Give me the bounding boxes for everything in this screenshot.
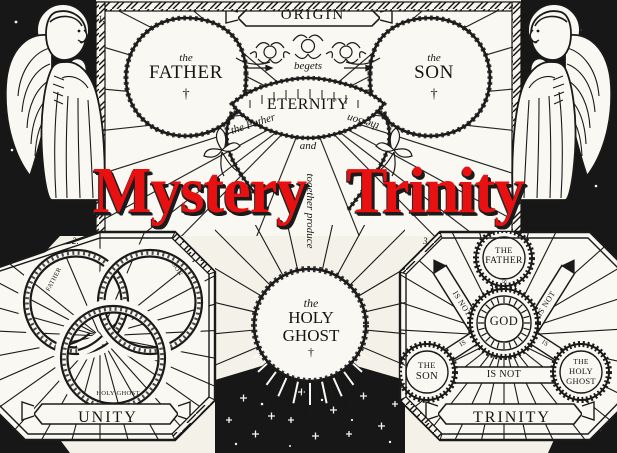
holy-ghost-label-2: GHOST (282, 326, 340, 345)
node-hg-line3: GHOST (566, 376, 596, 386)
holy-ghost-cross-icon: † (308, 345, 314, 359)
panel-number-origin: 1. (98, 14, 105, 24)
trinity-banner (425, 401, 595, 425)
unity-banner (21, 401, 191, 425)
eternity-oval (228, 75, 388, 141)
node-hg-line1: THE (573, 357, 589, 366)
node-hg-line2: HOLY (569, 366, 593, 376)
eternity-label: ETERNITY (266, 96, 350, 113)
together-produce-label: together produce (304, 173, 316, 249)
son-lobe (367, 15, 493, 139)
panel-origin-art (96, 8, 521, 236)
son-label: SON (414, 62, 454, 83)
interlocking-rings (17, 243, 209, 417)
father-cross-icon: † (182, 87, 190, 102)
node-father-line2: FATHER (485, 256, 523, 266)
son-article: the (427, 52, 441, 64)
node-god-label: GOD (489, 314, 519, 328)
is-not-label-bottom: IS NOT (486, 369, 522, 380)
ring-label-holy-ghost: HOLY GHOST (96, 390, 140, 397)
trinity-banner-label: TRINITY (473, 409, 551, 426)
flower-spray-top (235, 34, 381, 65)
node-son-line1: THE (418, 360, 436, 370)
son-cross-icon: † (430, 87, 438, 102)
panel-trinity-art (398, 230, 617, 442)
node-the-father (473, 232, 535, 289)
father-label: FATHER (149, 62, 223, 83)
origin-banner-label: ORIGIN (280, 7, 346, 23)
father-lobe (123, 15, 249, 139)
panel-number-trinity: 3. (423, 236, 430, 246)
holy-ghost-art (215, 225, 405, 417)
unity-banner-label: UNITY (78, 409, 138, 426)
panel-number-unity: 2. (72, 236, 79, 246)
holy-ghost-article: the (303, 296, 319, 310)
node-god (467, 286, 541, 360)
angel-right (511, 3, 613, 201)
node-the-holy-ghost (550, 341, 612, 403)
lily-spray (203, 127, 413, 177)
octagon-bevel-3 (405, 237, 617, 435)
angel-left (4, 3, 106, 201)
father-article: the (179, 52, 193, 64)
node-son-line2: SON (415, 371, 439, 382)
node-the-son (400, 341, 458, 403)
is-label-top: IS (500, 277, 508, 284)
and-label: and (299, 140, 317, 152)
holy-ghost-label-1: HOLY (288, 308, 334, 327)
begets-label: begets (293, 60, 323, 72)
node-father-line1: THE (495, 245, 513, 255)
begets-arrows (244, 64, 374, 72)
panel-unity-art (0, 230, 217, 442)
